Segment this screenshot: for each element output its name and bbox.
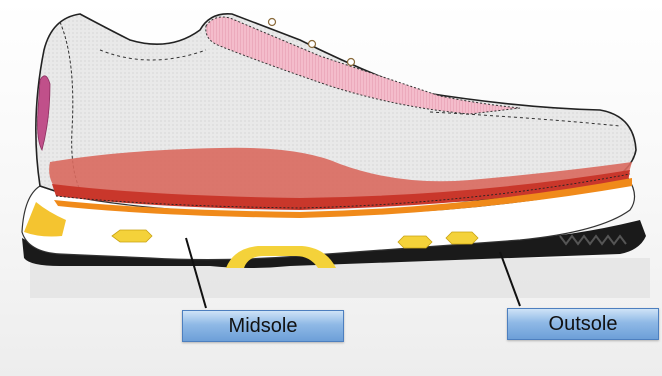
outsole-label: Outsole bbox=[507, 308, 659, 340]
midsole-pod bbox=[112, 230, 152, 242]
forefoot-pod-2 bbox=[446, 232, 478, 244]
eyelet-2 bbox=[309, 41, 316, 48]
forefoot-pod-1 bbox=[398, 236, 432, 248]
eyelet-3 bbox=[348, 59, 355, 66]
midsole-label: Midsole bbox=[182, 310, 344, 342]
midsole-label-text: Midsole bbox=[229, 315, 298, 338]
eyelet-1 bbox=[269, 19, 276, 26]
outsole-label-text: Outsole bbox=[549, 313, 618, 336]
